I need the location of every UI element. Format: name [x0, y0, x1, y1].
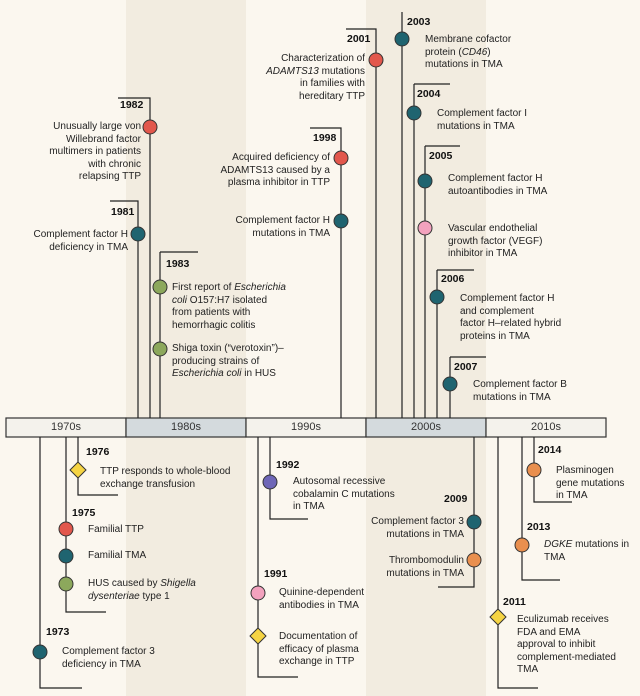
marker-e2014-orange-circle — [526, 462, 542, 478]
year-2007: 2007 — [454, 361, 478, 373]
connector-1976 — [77, 437, 118, 496]
decade-label-1970s: 1970s — [51, 421, 81, 433]
connector-2004 — [413, 83, 450, 418]
year-1975: 1975 — [72, 507, 96, 519]
marker-e1991b-yellow-diamond — [249, 627, 267, 645]
connector-1973 — [39, 437, 82, 689]
year-1973: 1973 — [46, 626, 70, 638]
marker-e2007-teal-circle — [442, 376, 458, 392]
connector-1981 — [110, 200, 139, 418]
marker-e1975a-red-circle — [58, 521, 74, 537]
year-1981: 1981 — [111, 206, 135, 218]
marker-e2011-yellow-diamond — [489, 608, 507, 626]
year-2011: 2011 — [503, 596, 526, 608]
marker-e1983a-green-circle — [152, 279, 168, 295]
connector-2011 — [497, 437, 538, 689]
marker-e1998a-red-circle — [333, 150, 349, 166]
marker-e2009b-orange-circle — [466, 552, 482, 568]
decade-label-1990s: 1990s — [291, 421, 321, 433]
marker-e1982-red-circle — [142, 119, 158, 135]
band-1990s — [246, 0, 366, 696]
marker-e2004-teal-circle — [406, 105, 422, 121]
event-1983-shiga-label: Shiga toxin (“verotoxin”)–producing stra… — [172, 343, 284, 379]
year-1983: 1983 — [166, 258, 190, 270]
marker-e2005a-teal-circle — [417, 173, 433, 189]
marker-e1981-teal-circle — [130, 226, 146, 242]
year-2001: 2001 — [347, 33, 371, 45]
connector-2013 — [521, 437, 560, 581]
year-2005: 2005 — [429, 150, 453, 162]
marker-e1975b-teal-circle — [58, 548, 74, 564]
marker-e1976-yellow-diamond — [69, 461, 87, 479]
year-2006: 2006 — [441, 273, 465, 285]
decade-label-2010s: 2010s — [531, 421, 561, 433]
event-1975-tma-label: Familial TMA — [88, 550, 147, 561]
band-1980s — [126, 0, 246, 696]
marker-e2006-teal-circle — [429, 289, 445, 305]
connector-1991 — [257, 437, 298, 678]
connector-1975 — [65, 437, 106, 613]
marker-e2003-teal-circle — [394, 31, 410, 47]
year-1998: 1998 — [313, 132, 337, 144]
band-2000s — [366, 0, 486, 696]
decade-label-2000s: 2000s — [411, 421, 441, 433]
year-2003: 2003 — [407, 16, 431, 28]
marker-e2013-orange-circle — [514, 537, 530, 553]
year-1992: 1992 — [276, 459, 300, 471]
marker-e1973-teal-circle — [32, 644, 48, 660]
marker-e1983b-green-circle — [152, 341, 168, 357]
marker-e1975c-green-circle — [58, 576, 74, 592]
connector-1982 — [118, 97, 151, 418]
connector-2014 — [533, 437, 572, 503]
decade-label-1980s: 1980s — [171, 421, 201, 433]
year-1982: 1982 — [120, 99, 144, 111]
band-2010s — [486, 0, 640, 696]
connector-1992 — [269, 437, 308, 520]
connector-2001 — [346, 28, 377, 418]
marker-e2009a-teal-circle — [466, 514, 482, 530]
marker-e1992-purple-circle — [262, 474, 278, 490]
year-2014: 2014 — [538, 444, 562, 456]
year-2004: 2004 — [417, 88, 441, 100]
marker-e1991a-pink-circle — [250, 585, 266, 601]
year-1991: 1991 — [264, 568, 288, 580]
year-1976: 1976 — [86, 446, 110, 458]
year-2013: 2013 — [527, 521, 551, 533]
connector-1998 — [310, 127, 342, 418]
year-2009: 2009 — [444, 493, 468, 505]
marker-e1998b-teal-circle — [333, 213, 349, 229]
marker-e2005b-pink-circle — [417, 220, 433, 236]
decade-bar — [5, 417, 607, 438]
connector-2009 — [438, 437, 475, 588]
decade-cell-2010s — [485, 417, 607, 438]
connector-2005 — [424, 145, 460, 418]
event-1975-ttp-label: Familial TTP — [88, 524, 144, 535]
marker-e2001-red-circle — [368, 52, 384, 68]
